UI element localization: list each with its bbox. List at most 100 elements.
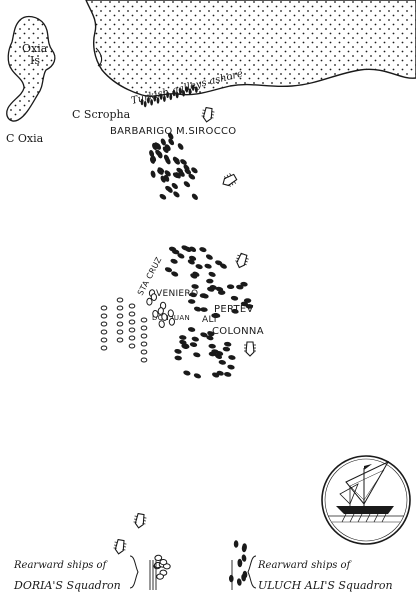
galley-oar-mark (202, 112, 206, 114)
christian-ship-mark (116, 305, 124, 311)
uluch-brace (247, 555, 257, 589)
beached-galley-mark (140, 98, 144, 106)
turkish-ship-mark (179, 339, 187, 345)
ship-marks (100, 84, 256, 590)
turkish-ship-mark (224, 372, 232, 377)
galley-oar-mark (201, 115, 205, 117)
legend-doria-line2: DORIA'S Squadron (13, 579, 121, 592)
christian-ship-mark (116, 337, 124, 343)
turkish-ship-mark (150, 170, 156, 178)
beached-galley-mark (153, 95, 157, 102)
christian-ship-mark (156, 573, 164, 580)
turkish-ship-mark (193, 306, 202, 312)
turkish-ship-mark (218, 360, 226, 365)
turkish-ship-mark (149, 156, 156, 164)
label-oxia: Oxia (22, 42, 48, 55)
turkish-ship-mark (233, 540, 239, 548)
label-oxia-is: Is (30, 54, 40, 67)
beached-galley-mark (143, 100, 147, 108)
beached-galley-mark (150, 99, 154, 106)
galley-icon (222, 173, 238, 187)
turkish-ship-mark (164, 170, 171, 177)
galley-icon (245, 341, 255, 357)
beached-galley-mark (179, 88, 182, 95)
turkish-ship-mark (228, 355, 236, 360)
turkish-ship-mark (157, 168, 164, 175)
turkish-ship-mark (164, 267, 173, 273)
turkish-ship-mark (215, 286, 224, 292)
galley-oar-mark (143, 517, 147, 519)
galley-icon (202, 106, 213, 123)
turkish-ship-mark (168, 246, 177, 252)
turkish-ship-mark (177, 253, 185, 259)
beached-galley-mark (166, 91, 170, 99)
turkish-ship-mark (204, 263, 212, 269)
beached-galley-mark (185, 86, 189, 93)
turkish-ship-mark (177, 143, 184, 150)
galley-oar-mark (114, 541, 118, 543)
turkish-ship-mark (206, 278, 214, 284)
label-sirocco: M.SIROCCO (176, 126, 236, 137)
christian-ship-mark (140, 317, 148, 323)
turkish-ship-mark (222, 346, 231, 352)
turkish-ship-mark (212, 372, 220, 378)
turkish-ship-mark (180, 159, 187, 165)
turkish-ship-mark (187, 259, 195, 265)
turkish-ship-mark (170, 258, 178, 264)
christian-ship-mark (140, 325, 148, 331)
turkish-ship-mark (193, 373, 201, 379)
turkish-ship-mark (227, 364, 235, 370)
turkish-ship-mark (208, 343, 216, 349)
turkish-ship-mark (181, 245, 189, 251)
turkish-ship-mark (171, 182, 178, 190)
christian-ship-mark (100, 329, 108, 335)
christian-ship-mark (128, 311, 136, 317)
beached-galley-mark (156, 97, 160, 104)
turkish-ship-mark (199, 247, 207, 253)
christian-ship-mark (161, 313, 168, 321)
galley-oar-mark (133, 521, 137, 523)
turkish-ship-mark (242, 543, 247, 551)
christian-ship-mark (116, 329, 124, 335)
christian-ship-mark (159, 558, 168, 566)
beached-galley-mark (169, 93, 173, 101)
turkish-ship-mark (157, 151, 163, 159)
galley-oar-mark (122, 546, 126, 548)
christian-ship-mark (128, 303, 136, 309)
turkish-ship-mark (189, 342, 198, 347)
turkish-ship-mark (179, 335, 187, 340)
christian-ship-mark (140, 349, 148, 355)
turkish-ship-mark (191, 193, 198, 200)
galley-oar-mark (142, 520, 146, 522)
turkish-ship-mark (191, 167, 198, 174)
galley-oar-mark (245, 257, 249, 260)
turkish-ship-mark (236, 578, 242, 586)
turkish-ship-mark (243, 298, 252, 303)
turkish-ship-mark (211, 349, 219, 354)
galley-oar-mark (233, 180, 236, 184)
christian-ship-mark (146, 297, 153, 306)
christian-ship-mark (128, 319, 136, 325)
galley-oar-mark (210, 117, 214, 119)
christian-ship-mark (157, 307, 164, 315)
galley-oar-mark (210, 114, 214, 116)
galley-oar-mark (224, 176, 227, 180)
turkish-ship-mark (188, 173, 196, 180)
turkish-ship-mark (171, 271, 179, 277)
turkish-ship-mark (200, 307, 208, 312)
christian-ship-mark (100, 337, 108, 343)
turkish-ship-mark (153, 142, 160, 150)
christian-ship-mark (140, 341, 148, 347)
beached-galley-mark (147, 97, 150, 104)
beached-galley-mark (163, 95, 166, 102)
turkish-ship-mark (241, 574, 246, 582)
turkish-ship-mark (163, 154, 170, 162)
galley-oar-mark (237, 254, 241, 257)
christian-ship-mark (167, 309, 174, 318)
turkish-ship-mark (149, 150, 155, 158)
turkish-ship-mark (167, 132, 174, 140)
galley-oar-mark (228, 183, 231, 187)
galley-oar-mark (243, 263, 247, 266)
beached-galley-mark (182, 90, 186, 97)
